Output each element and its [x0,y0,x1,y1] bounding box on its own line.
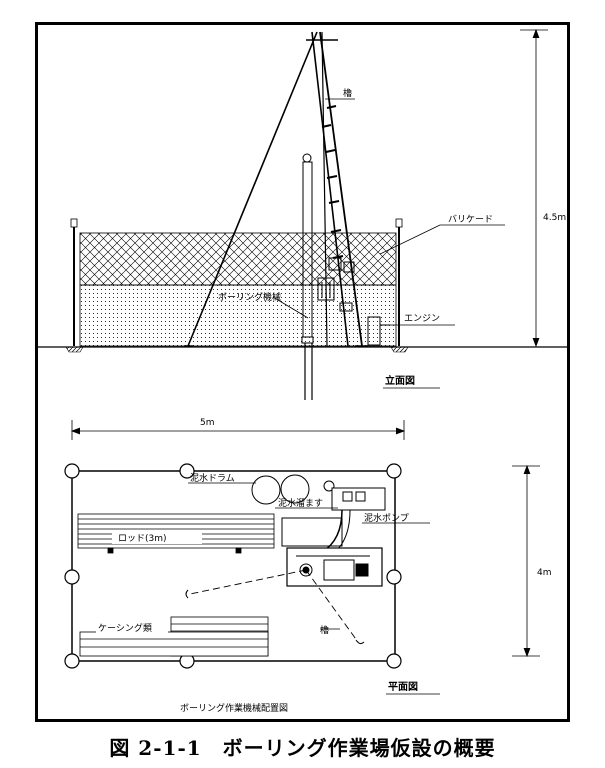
boring-machine [301,153,390,400]
elevation-leaders [272,98,505,326]
label-plan-tower: 櫓 [320,624,329,636]
fence-post-left [65,218,84,353]
drawing-frame [35,22,570,722]
label-engine: エンジン [404,314,440,324]
perimeter-posts [64,463,402,669]
rig-equipment [281,487,386,587]
tower-plan-legs [189,569,359,643]
label-casing: ケーシング類 [98,622,152,634]
label-mud-pump: 泥水ポンプ [364,512,409,524]
plan-subtitle: ボーリング作業機械配置図 [180,702,288,714]
dim-depth [512,464,540,658]
fence-post-right [390,218,409,353]
elevation-title: 立面図 [385,374,415,387]
dim-height-label: 4.5m [543,213,566,223]
label-mud-drum: 泥水ドラム [190,472,235,484]
fence-upper-mesh [79,232,397,286]
casing-rack [79,616,269,657]
label-barricade: バリケード [448,214,493,225]
dim-height [520,28,548,348]
dim-width-label: 5m [200,418,215,428]
label-tower: 櫓 [343,87,352,99]
fence-lower-mesh [79,284,397,347]
figure-caption: 図 2-1-1 ボーリング作業場仮設の概要 [109,736,496,760]
plan-title: 平面図 [388,681,418,693]
dim-width [70,420,406,440]
label-mud-pit: 泥水溜ます [278,497,323,509]
elevation-view: 櫓 バリケード ボーリング機械 エンジン 4.5m 立面図 [38,28,567,400]
plan-perimeter [71,470,396,662]
plan-view: 5m 4m ロッド(3m) [64,418,552,714]
label-boring-machine: ボーリング機械 [218,291,281,303]
label-rod: ロッド(3m) [118,534,167,544]
dim-depth-label: 4m [537,568,552,578]
